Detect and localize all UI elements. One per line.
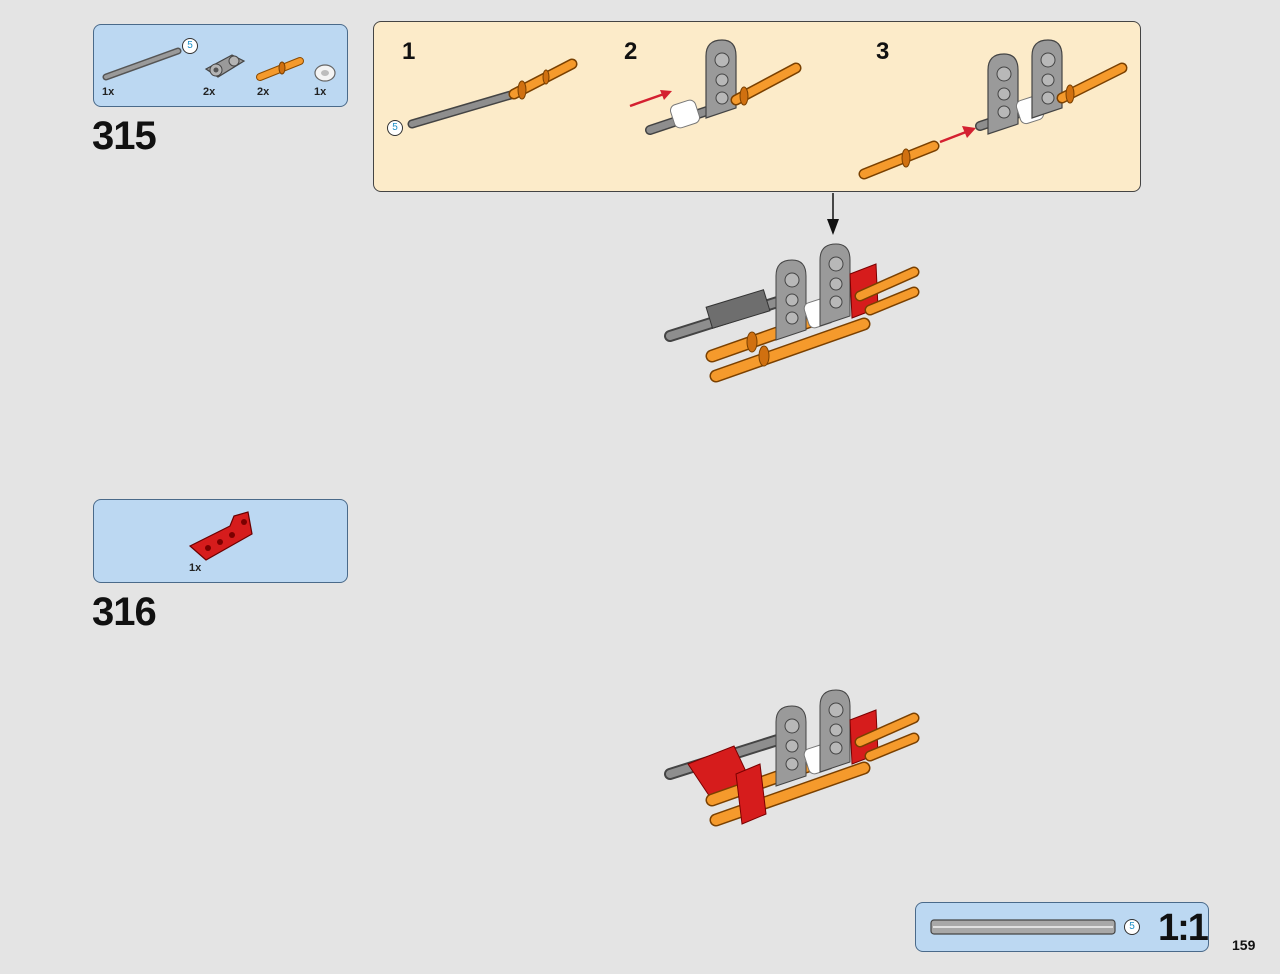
axle-icon xyxy=(102,47,182,81)
pin-insert-assembly-icon xyxy=(858,39,1128,180)
substep-panel: 1 2 3 5 xyxy=(373,21,1141,192)
substep-number: 2 xyxy=(624,38,638,65)
length-badge: 5 xyxy=(182,38,198,54)
part-qty: 1x xyxy=(102,86,115,98)
axle-scale-icon xyxy=(930,919,1116,935)
red-arrow-icon xyxy=(629,90,672,108)
white-bush-icon xyxy=(314,64,336,82)
parts-list-315: 5 1x 2x 2x 1x xyxy=(93,24,348,107)
red-bent-beam-icon xyxy=(188,511,253,561)
substep-number: 1 xyxy=(402,38,416,65)
model-assembly-316-icon xyxy=(664,689,920,827)
part-qty: 2x xyxy=(257,86,270,98)
length-badge: 5 xyxy=(387,120,403,136)
axle-with-pin-icon xyxy=(407,58,578,129)
connector-assembly-icon xyxy=(645,39,802,135)
length-badge: 5 xyxy=(1124,919,1140,935)
part-qty: 1x xyxy=(189,562,202,574)
scale-ratio: 1:1 xyxy=(1158,907,1209,949)
part-qty: 2x xyxy=(203,86,216,98)
step-number-315: 315 xyxy=(92,114,157,158)
scale-reference: 5 1:1 xyxy=(915,902,1209,952)
down-arrow-icon xyxy=(827,193,839,235)
part-qty: 1x xyxy=(314,86,327,98)
step-number-316: 316 xyxy=(92,590,157,634)
substep-number: 3 xyxy=(876,38,890,65)
orange-axle-pin-icon xyxy=(256,57,304,81)
model-assembly-315-icon xyxy=(664,243,920,383)
page-number: 159 xyxy=(1232,937,1256,953)
axle-pin-connector-icon xyxy=(204,54,246,78)
parts-list-316: 1x xyxy=(93,499,348,583)
